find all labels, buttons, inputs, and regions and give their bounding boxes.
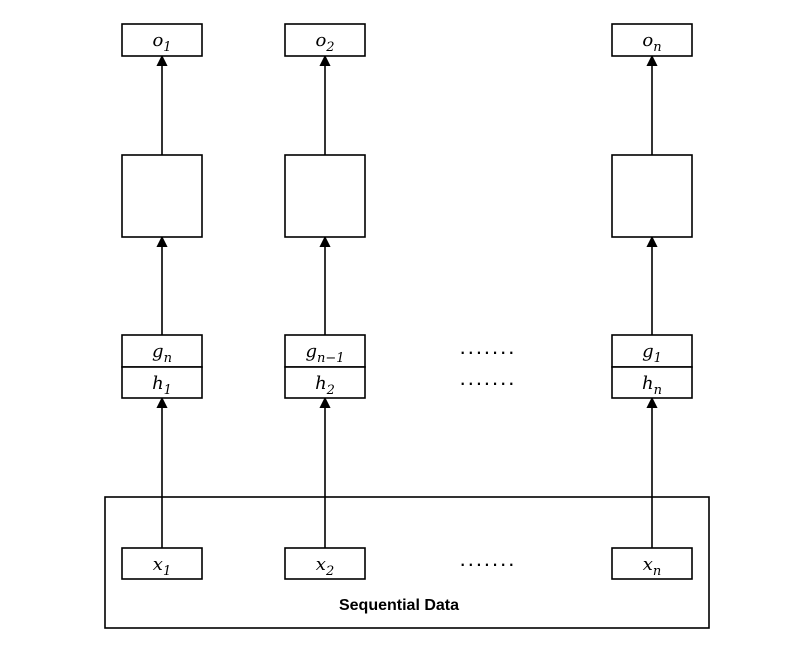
g-label-n: g1 bbox=[642, 341, 662, 366]
output-node-1: o1 bbox=[121, 23, 203, 57]
sequential-data-label: Sequential Data bbox=[339, 597, 459, 614]
h-label-2: h2 bbox=[315, 373, 335, 398]
processing-block-1 bbox=[121, 154, 203, 238]
output-node-2: o2 bbox=[284, 23, 366, 57]
input-node-n: xn bbox=[611, 547, 693, 580]
svg-text:on: on bbox=[642, 30, 661, 55]
svg-text:o2: o2 bbox=[315, 30, 334, 55]
h-label-1: h1 bbox=[152, 373, 172, 398]
g-label-2: gn−1 bbox=[305, 341, 344, 366]
svg-text:x1: x1 bbox=[153, 554, 171, 579]
g-label-1: gn bbox=[152, 341, 172, 366]
processing-block-n bbox=[611, 154, 693, 238]
svg-text:xn: xn bbox=[643, 554, 662, 579]
h-cell-2 bbox=[284, 366, 366, 399]
sequential-data-container bbox=[104, 496, 710, 629]
g-cell-1 bbox=[121, 334, 203, 368]
svg-text:o1: o1 bbox=[152, 30, 171, 55]
svg-text:x2: x2 bbox=[316, 554, 334, 579]
ellipsis-g-row: ....... bbox=[460, 334, 517, 359]
gh-node-1: gn h1 bbox=[121, 334, 203, 399]
ellipsis-x-row: ....... bbox=[460, 546, 517, 571]
h-label-n: hn bbox=[642, 373, 662, 398]
h-cell-n bbox=[611, 366, 693, 399]
input-node-1: x1 bbox=[121, 547, 203, 580]
output-node-n: on bbox=[611, 23, 693, 57]
gh-node-n: g1 hn bbox=[611, 334, 693, 399]
g-cell-2 bbox=[284, 334, 366, 368]
h-cell-1 bbox=[121, 366, 203, 399]
ellipsis-h-row: ....... bbox=[460, 365, 517, 390]
processing-block-2 bbox=[284, 154, 366, 238]
input-node-2: x2 bbox=[284, 547, 366, 580]
gh-node-2: gn−1 h2 bbox=[284, 334, 366, 399]
